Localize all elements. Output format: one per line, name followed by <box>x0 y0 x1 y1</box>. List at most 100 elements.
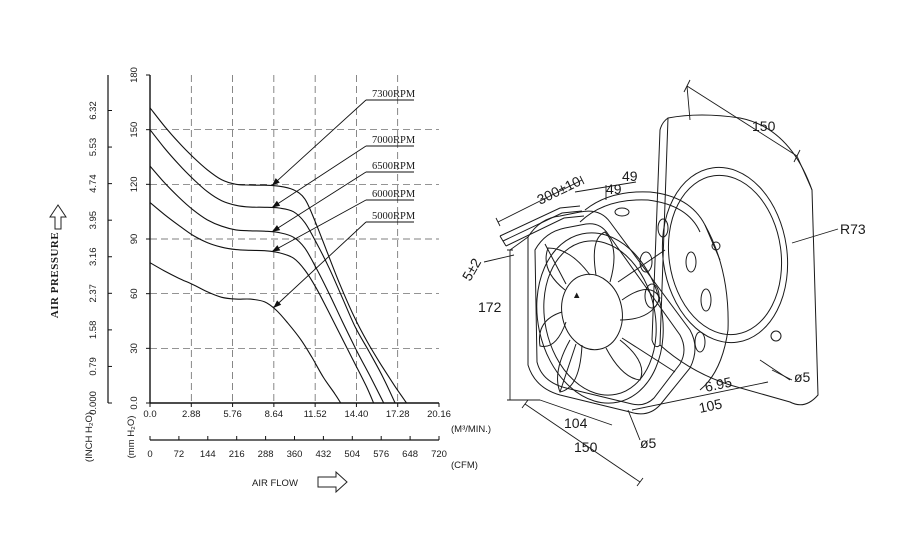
rpm-curve <box>149 129 396 404</box>
chart-ticks: 0.0 30 60 90 120 150 180 0.000 0.79 1.58 2.37 3.16 3… <box>88 67 451 460</box>
x2-tick-label: 0 <box>147 449 152 460</box>
x2-unit-label: (CFM) <box>451 460 478 471</box>
y-tick-label: 120 <box>129 176 140 192</box>
guard-spokes <box>544 243 676 393</box>
fan-mechanical-drawing: ▲ <box>483 79 839 487</box>
housing-top <box>584 191 721 261</box>
y2-tick-label: 5.53 <box>88 138 99 157</box>
dim-cable-length: 300±10 <box>534 173 583 208</box>
up-arrow-icon <box>49 204 67 230</box>
flange-hole <box>770 330 782 342</box>
back-flange-edge <box>651 117 669 348</box>
housing-side <box>699 224 729 391</box>
y-tick-label: 30 <box>129 343 140 354</box>
y2-tick-label: 3.95 <box>88 211 99 230</box>
y-tick-label: 90 <box>129 234 140 245</box>
dim-height: 172 <box>478 299 502 315</box>
x-tick-label: 11.52 <box>304 409 327 420</box>
rpm-leader <box>271 145 367 209</box>
dim-hole-a: ø5 <box>640 435 657 451</box>
front-opening-inner <box>543 240 657 396</box>
y2-tick-label: 3.16 <box>88 247 99 266</box>
housing-rim <box>579 199 701 233</box>
x-tick-label: 17.28 <box>386 409 410 420</box>
rpm-leader-arrowhead <box>271 178 280 186</box>
rpm-leader-lines: 7300RPM 7000RPM 6500RPM 6000RPM 5000RPM <box>271 89 416 309</box>
back-flange <box>659 114 819 406</box>
dimension-labels: 150 R73 300±10 49 49 5±2 172 ø5 6.95 104… <box>459 118 866 455</box>
x-tick-label: 8.64 <box>265 409 284 420</box>
rpm-curve-label: 6000RPM <box>372 189 416 200</box>
dim-strip-b: 49 <box>622 168 638 184</box>
fan-blades <box>538 231 661 393</box>
y-tick-label: 60 <box>129 288 140 299</box>
x-tick-label: 0.0 <box>143 409 156 420</box>
y2-tick-label: 1.58 <box>88 321 99 340</box>
rpm-curve <box>149 202 375 404</box>
rpm-leader-arrowhead <box>271 200 281 208</box>
dim-top-width: 150 <box>752 118 776 134</box>
rpm-curve <box>149 262 342 404</box>
rpm-leader <box>271 99 367 187</box>
y-tick-label: 150 <box>129 122 140 138</box>
rpm-leader-arrowhead <box>271 245 281 252</box>
right-arrow-icon <box>317 470 348 494</box>
rpm-curve <box>149 107 408 404</box>
x2-tick-label: 720 <box>431 449 447 460</box>
x2-tick-label: 432 <box>315 449 331 460</box>
y-tick-label: 0.0 <box>129 396 140 409</box>
rpm-leader-arrowhead <box>273 300 282 309</box>
rpm-curve-label: 5000RPM <box>372 211 416 222</box>
rpm-curve-label: 6500RPM <box>372 161 416 172</box>
x-tick-label: 20.16 <box>427 409 451 420</box>
y2-tick-label: 4.74 <box>88 174 99 193</box>
back-ring <box>661 166 789 344</box>
dim-offset: 6.95 <box>703 374 733 395</box>
x2-tick-label: 216 <box>229 449 245 460</box>
x2-tick-label: 648 <box>402 449 418 460</box>
fan-hub <box>561 273 623 351</box>
rpm-curves <box>149 107 408 404</box>
dim-gap: 5±2 <box>459 255 485 283</box>
x2-tick-label: 72 <box>174 449 185 460</box>
front-frame-outer <box>527 210 696 415</box>
rpm-leader <box>272 221 367 309</box>
y2-tick-label: 6.32 <box>88 101 99 120</box>
y-unit-label: (mm H₂O) <box>126 416 137 459</box>
x2-tick-label: 288 <box>258 449 274 460</box>
rpm-leader-arrowhead <box>271 225 281 232</box>
rpm-leader <box>271 199 367 253</box>
y-tick-label: 180 <box>129 67 140 83</box>
x2-tick-label: 144 <box>200 449 216 460</box>
dimension-lines <box>483 79 839 487</box>
x-unit-label: (M³/MIN.) <box>451 424 491 435</box>
rpm-curve-label: 7000RPM <box>372 135 416 146</box>
rpm-curve-label: 7300RPM <box>372 89 416 100</box>
y-axis-title: AIR PRESSURE <box>49 232 61 318</box>
x-tick-label: 2.88 <box>182 409 201 420</box>
dim-radius: R73 <box>840 221 866 237</box>
x2-tick-label: 576 <box>373 449 389 460</box>
performance-curve-chart: 7300RPM 7000RPM 6500RPM 6000RPM 5000RPM 0.0 3… <box>49 67 491 494</box>
x-tick-label: 5.76 <box>223 409 242 420</box>
y2-tick-label: 0.000 <box>88 391 99 415</box>
x-tick-label: 14.40 <box>345 409 369 420</box>
y2-tick-label: 0.79 <box>88 357 99 376</box>
y2-tick-label: 2.37 <box>88 284 99 303</box>
dim-depth-b: 105 <box>697 395 723 416</box>
rpm-leader <box>271 171 367 233</box>
dim-bottom-width: 150 <box>574 439 598 455</box>
y2-unit-label: (INCH H₂O) <box>84 412 95 462</box>
rpm-curve <box>149 165 385 404</box>
front-frame-inner <box>534 223 685 406</box>
x2-tick-label: 504 <box>344 449 360 460</box>
back-ring-inner <box>667 174 783 336</box>
hub-logo-text: ▲ <box>572 290 581 301</box>
front-opening <box>536 232 664 404</box>
dim-hole-b: ø5 <box>794 369 811 385</box>
lead-wires <box>499 205 585 247</box>
x-axis-title: AIR FLOW <box>252 478 298 489</box>
x2-tick-label: 360 <box>287 449 303 460</box>
dim-strip-a: 49 <box>606 181 622 197</box>
